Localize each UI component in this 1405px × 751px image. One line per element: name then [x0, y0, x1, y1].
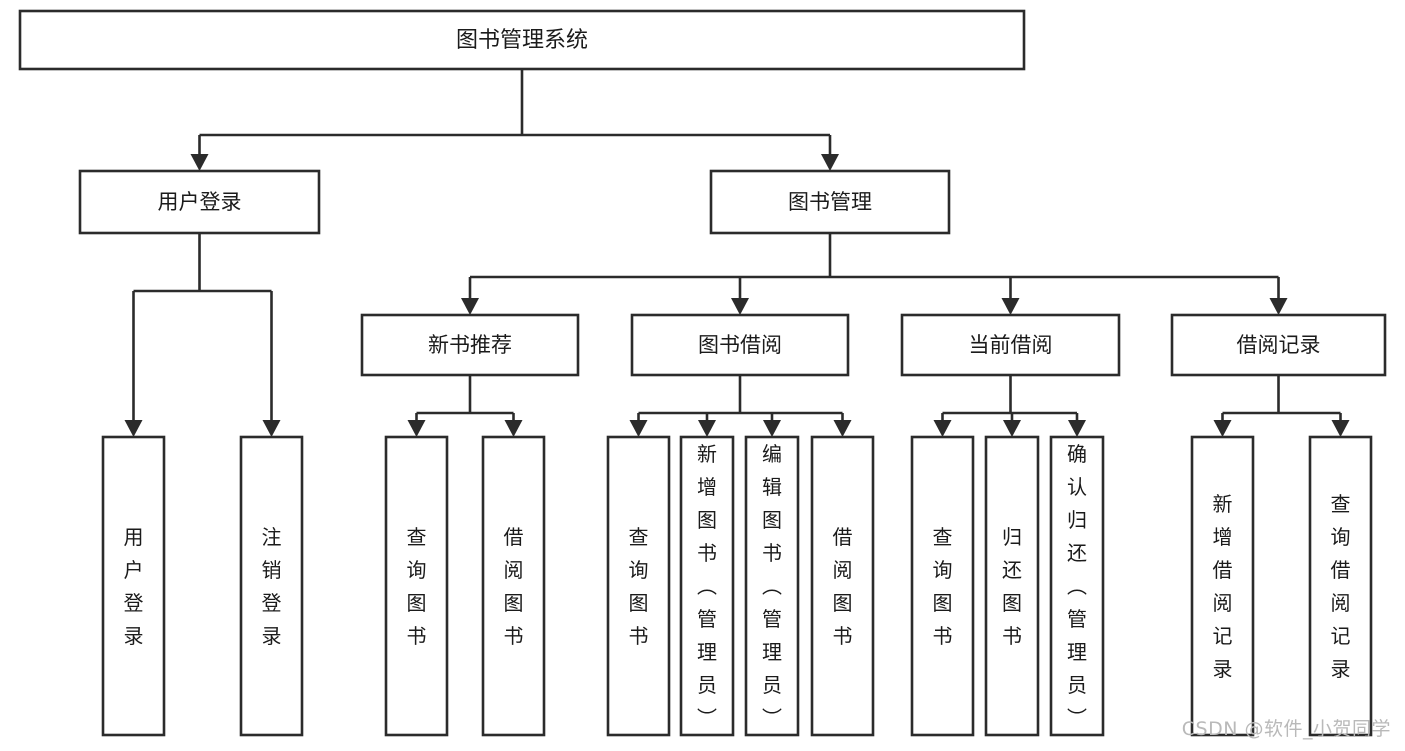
leaf-node-9-label: 归还图书 — [1002, 525, 1022, 648]
leaf-node-9[interactable]: 归还图书 — [984, 435, 1040, 737]
leaf-node-1-rect — [239, 435, 304, 737]
level2-node-1[interactable]: 图书管理 — [709, 169, 951, 235]
level3-node-3[interactable]: 借阅记录 — [1170, 313, 1387, 377]
connector-parent-2-to-leaf-0-arrowhead — [629, 420, 648, 437]
connector-parent-4-to-leaf-1-arrowhead — [1331, 420, 1350, 437]
leaf-node-1[interactable]: 注销登录 — [239, 435, 304, 737]
level2-node-0[interactable]: 用户登录 — [78, 169, 321, 235]
leaf-node-10[interactable]: 确认归还︵管理员︶ — [1049, 435, 1105, 737]
leaf-node-11[interactable]: 新增借阅记录 — [1190, 435, 1255, 737]
connector-mgmt-to-l3-3-arrowhead — [1269, 298, 1288, 315]
leaf-node-3-label: 借阅图书 — [504, 525, 524, 648]
connector-parent-3-to-leaf-2-arrowhead — [1068, 420, 1086, 437]
connector-parent-2-to-leaf-1-arrowhead — [698, 420, 716, 437]
level3-node-0-rect — [360, 313, 580, 377]
leaf-node-4-rect — [606, 435, 671, 737]
leaf-node-10-label: 确认归还︵管理员︶ — [1067, 442, 1087, 730]
connector-parent-3-to-leaf-0-arrowhead — [933, 420, 952, 437]
leaf-node-7-rect — [810, 435, 875, 737]
connector-mgmt-to-l3-0-arrowhead — [461, 298, 479, 315]
leaf-node-5-label: 新增图书︵管理员︶ — [697, 442, 717, 730]
leaf-node-12[interactable]: 查询借阅记录 — [1308, 435, 1373, 737]
leaf-node-8-rect — [910, 435, 975, 737]
level3-node-3-rect — [1170, 313, 1387, 377]
connector-parent-2-to-leaf-2-arrowhead — [763, 420, 781, 437]
leaf-node-5[interactable]: 新增图书︵管理员︶ — [679, 435, 735, 737]
leaf-node-0[interactable]: 用户登录 — [101, 435, 166, 737]
connector-mgmt-to-l3-1-arrowhead — [731, 298, 749, 315]
leaf-node-0-rect — [101, 435, 166, 737]
connector-mgmt-to-l3-2-arrowhead — [1001, 298, 1020, 315]
leaf-node-11-label: 新增借阅记录 — [1213, 492, 1233, 681]
level2-node-0-rect — [78, 169, 321, 235]
leaf-node-7[interactable]: 借阅图书 — [810, 435, 875, 737]
level2-node-1-label: 图书管理 — [788, 190, 872, 214]
root-node-rect — [18, 9, 1026, 71]
leaf-node-2[interactable]: 查询图书 — [384, 435, 449, 737]
level2-node-0-label: 用户登录 — [158, 190, 242, 214]
level3-node-1[interactable]: 图书借阅 — [630, 313, 850, 377]
connector-parent-0-to-leaf-1-arrowhead — [262, 420, 281, 437]
leaf-node-12-rect — [1308, 435, 1373, 737]
level3-node-0-label: 新书推荐 — [428, 333, 512, 357]
connector-parent-3-to-leaf-1-arrowhead — [1003, 420, 1021, 437]
level3-node-2[interactable]: 当前借阅 — [900, 313, 1121, 377]
connector-root-to-l2-0-arrowhead — [190, 154, 209, 171]
leaf-node-11-rect — [1190, 435, 1255, 737]
root-node-label: 图书管理系统 — [456, 28, 588, 53]
level3-node-3-label: 借阅记录 — [1237, 333, 1321, 357]
leaf-node-1-label: 注销登录 — [262, 525, 282, 648]
leaf-node-5-rect — [679, 435, 735, 737]
connector-parent-2-to-leaf-3-arrowhead — [833, 420, 852, 437]
node-layer: 图书管理系统用户登录图书管理新书推荐图书借阅当前借阅借阅记录用户登录注销登录查询… — [18, 9, 1387, 737]
connector-parent-0-to-leaf-0-arrowhead — [124, 420, 143, 437]
leaf-node-9-rect — [984, 435, 1040, 737]
leaf-node-3[interactable]: 借阅图书 — [481, 435, 546, 737]
leaf-node-4-label: 查询图书 — [629, 525, 649, 648]
leaf-node-6-rect — [744, 435, 800, 737]
leaf-node-6-label: 编辑图书︵管理员︶ — [762, 442, 782, 730]
level3-node-2-label: 当前借阅 — [969, 333, 1053, 357]
leaf-node-0-label: 用户登录 — [124, 525, 144, 648]
level2-node-1-rect — [709, 169, 951, 235]
leaf-node-3-rect — [481, 435, 546, 737]
leaf-node-4[interactable]: 查询图书 — [606, 435, 671, 737]
leaf-node-10-rect — [1049, 435, 1105, 737]
level3-node-0[interactable]: 新书推荐 — [360, 313, 580, 377]
level3-node-2-rect — [900, 313, 1121, 377]
connector-layer — [124, 69, 1350, 437]
connector-root-to-l2-1-arrowhead — [821, 154, 839, 171]
connector-parent-1-to-leaf-1-arrowhead — [504, 420, 523, 437]
level3-node-1-label: 图书借阅 — [698, 333, 782, 357]
leaf-node-8-label: 查询图书 — [933, 525, 953, 648]
connector-parent-4-to-leaf-0-arrowhead — [1213, 420, 1232, 437]
leaf-node-2-label: 查询图书 — [407, 525, 427, 648]
connector-parent-1-to-leaf-0-arrowhead — [407, 420, 426, 437]
level3-node-1-rect — [630, 313, 850, 377]
leaf-node-2-rect — [384, 435, 449, 737]
root-node[interactable]: 图书管理系统 — [18, 9, 1026, 71]
watermark-label: CSDN @软件_小贺同学 — [1181, 718, 1391, 740]
leaf-node-12-label: 查询借阅记录 — [1331, 492, 1351, 681]
leaf-node-6[interactable]: 编辑图书︵管理员︶ — [744, 435, 800, 737]
leaf-node-8[interactable]: 查询图书 — [910, 435, 975, 737]
leaf-node-7-label: 借阅图书 — [833, 525, 853, 648]
